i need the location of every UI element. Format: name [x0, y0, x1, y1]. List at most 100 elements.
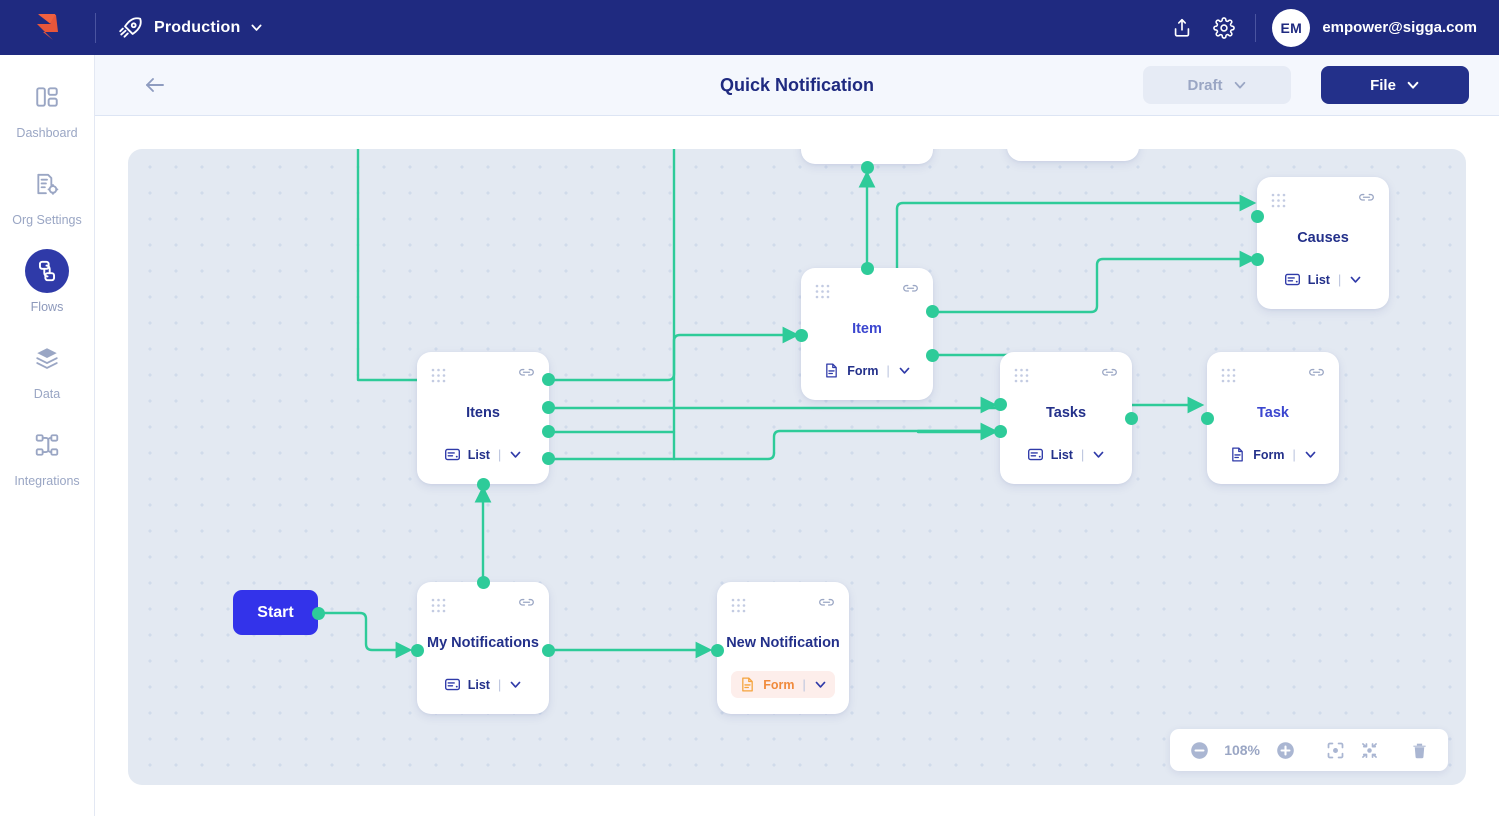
chevron-down-icon[interactable]	[509, 448, 522, 461]
zoom-in-button[interactable]	[1270, 735, 1300, 765]
node-port[interactable]	[1251, 253, 1264, 266]
list-icon	[1027, 448, 1043, 461]
node-port[interactable]	[477, 478, 490, 491]
badge-divider: |	[1080, 447, 1085, 462]
node-port[interactable]	[542, 401, 555, 414]
drag-handle-icon[interactable]	[431, 598, 446, 613]
node-port[interactable]	[411, 644, 424, 657]
back-button[interactable]	[133, 63, 177, 107]
environment-selector[interactable]: Production	[118, 15, 263, 41]
link-icon[interactable]	[818, 598, 835, 612]
drag-handle-icon[interactable]	[1014, 368, 1029, 383]
node-causes[interactable]: Causes List |	[1257, 177, 1389, 309]
node-badge-list[interactable]: List |	[436, 671, 530, 698]
drag-handle-icon[interactable]	[431, 368, 446, 383]
edge-itens-p1-up	[356, 149, 550, 382]
sidebar-item-flows[interactable]: Flows	[0, 249, 95, 314]
drag-handle-icon[interactable]	[731, 598, 746, 613]
node-port[interactable]	[1125, 412, 1138, 425]
edge-itens-to-item	[546, 326, 800, 382]
node-port[interactable]	[1201, 412, 1214, 425]
delete-button[interactable]	[1404, 735, 1434, 765]
chevron-down-icon[interactable]	[814, 678, 827, 691]
node-port[interactable]	[542, 373, 555, 386]
chevron-down-icon[interactable]	[1092, 448, 1105, 461]
node-port[interactable]	[477, 576, 490, 589]
node-port[interactable]	[542, 644, 555, 657]
sidebar-item-label: Integrations	[14, 474, 80, 488]
start-node[interactable]: Start	[233, 590, 318, 635]
chevron-down-icon[interactable]	[1304, 448, 1317, 461]
chevron-down-icon	[1234, 81, 1245, 89]
sidebar-item-org-settings[interactable]: Org Settings	[0, 162, 95, 227]
badge-divider: |	[1337, 272, 1342, 287]
drag-handle-icon[interactable]	[1221, 368, 1236, 383]
user-email[interactable]: empower@sigga.com	[1322, 19, 1477, 36]
form-icon	[1232, 447, 1244, 462]
node-task[interactable]: Task Form |	[1207, 352, 1339, 484]
node-port[interactable]	[312, 607, 325, 620]
node-port[interactable]	[861, 161, 874, 174]
node-port[interactable]	[994, 425, 1007, 438]
node-badge-label: List	[1307, 272, 1330, 287]
link-icon[interactable]	[1101, 368, 1118, 382]
node-port[interactable]	[861, 262, 874, 275]
settings-button[interactable]	[1203, 7, 1245, 49]
node-title: Tasks	[1045, 405, 1087, 422]
node-badge-label: Form	[847, 363, 879, 378]
brand-logo-button[interactable]	[0, 0, 95, 55]
flow-canvas[interactable]: Causes List |	[128, 149, 1466, 785]
node-badge-form[interactable]: Form |	[731, 671, 835, 698]
node-port[interactable]	[1251, 210, 1264, 223]
link-icon[interactable]	[902, 284, 919, 298]
node-port[interactable]	[926, 305, 939, 318]
link-icon[interactable]	[1358, 193, 1375, 207]
file-dropdown-button[interactable]: File	[1321, 66, 1469, 104]
chevron-down-icon[interactable]	[898, 364, 911, 377]
node-partial-top-2[interactable]	[1007, 149, 1139, 161]
node-itens[interactable]: Itens List |	[417, 352, 549, 484]
link-icon[interactable]	[518, 598, 535, 612]
node-port[interactable]	[994, 398, 1007, 411]
node-my-notifications[interactable]: My Notifications List |	[417, 582, 549, 714]
sidebar-item-data[interactable]: Data	[0, 336, 95, 401]
node-badge-list[interactable]: List |	[1276, 266, 1370, 293]
node-badge-list[interactable]: List |	[1019, 441, 1113, 468]
zoom-out-button[interactable]	[1184, 735, 1214, 765]
node-item[interactable]: Item Form |	[801, 268, 933, 400]
top-bar: Production EM empower@sigga.com	[0, 0, 1499, 55]
badge-divider: |	[497, 447, 502, 462]
fit-to-screen-button[interactable]	[1320, 735, 1350, 765]
node-port[interactable]	[711, 644, 724, 657]
drag-handle-icon[interactable]	[815, 284, 830, 299]
link-icon[interactable]	[1308, 368, 1325, 382]
sidebar-item-integrations[interactable]: Integrations	[0, 423, 95, 488]
status-dropdown-button[interactable]: Draft	[1143, 66, 1291, 104]
node-port[interactable]	[542, 425, 555, 438]
list-icon	[1284, 273, 1300, 286]
sidebar-item-dashboard[interactable]: Dashboard	[0, 75, 95, 140]
link-icon[interactable]	[518, 368, 535, 382]
node-port[interactable]	[542, 452, 555, 465]
dashboard-icon	[36, 87, 58, 107]
rocket-icon	[119, 16, 142, 38]
avatar[interactable]: EM	[1272, 8, 1311, 47]
node-tasks[interactable]: Tasks List |	[1000, 352, 1132, 484]
trash-icon	[1412, 743, 1426, 758]
node-badge-form[interactable]: Form |	[1221, 441, 1325, 468]
node-title: Item	[852, 321, 882, 338]
share-upload-button[interactable]	[1161, 7, 1203, 49]
chevron-down-icon[interactable]	[509, 678, 522, 691]
node-badge-form[interactable]: Form |	[815, 357, 919, 384]
node-port[interactable]	[926, 349, 939, 362]
chevron-down-icon	[251, 24, 262, 31]
node-partial-top-1[interactable]	[801, 149, 933, 164]
node-badge-list[interactable]: List |	[436, 441, 530, 468]
node-port[interactable]	[795, 329, 808, 342]
node-new-notification[interactable]: New Notification Form |	[717, 582, 849, 714]
environment-label: Production	[154, 18, 241, 36]
drag-handle-icon[interactable]	[1271, 193, 1286, 208]
node-badge-label: List	[467, 447, 490, 462]
center-focus-button[interactable]	[1354, 735, 1384, 765]
chevron-down-icon[interactable]	[1349, 273, 1362, 286]
